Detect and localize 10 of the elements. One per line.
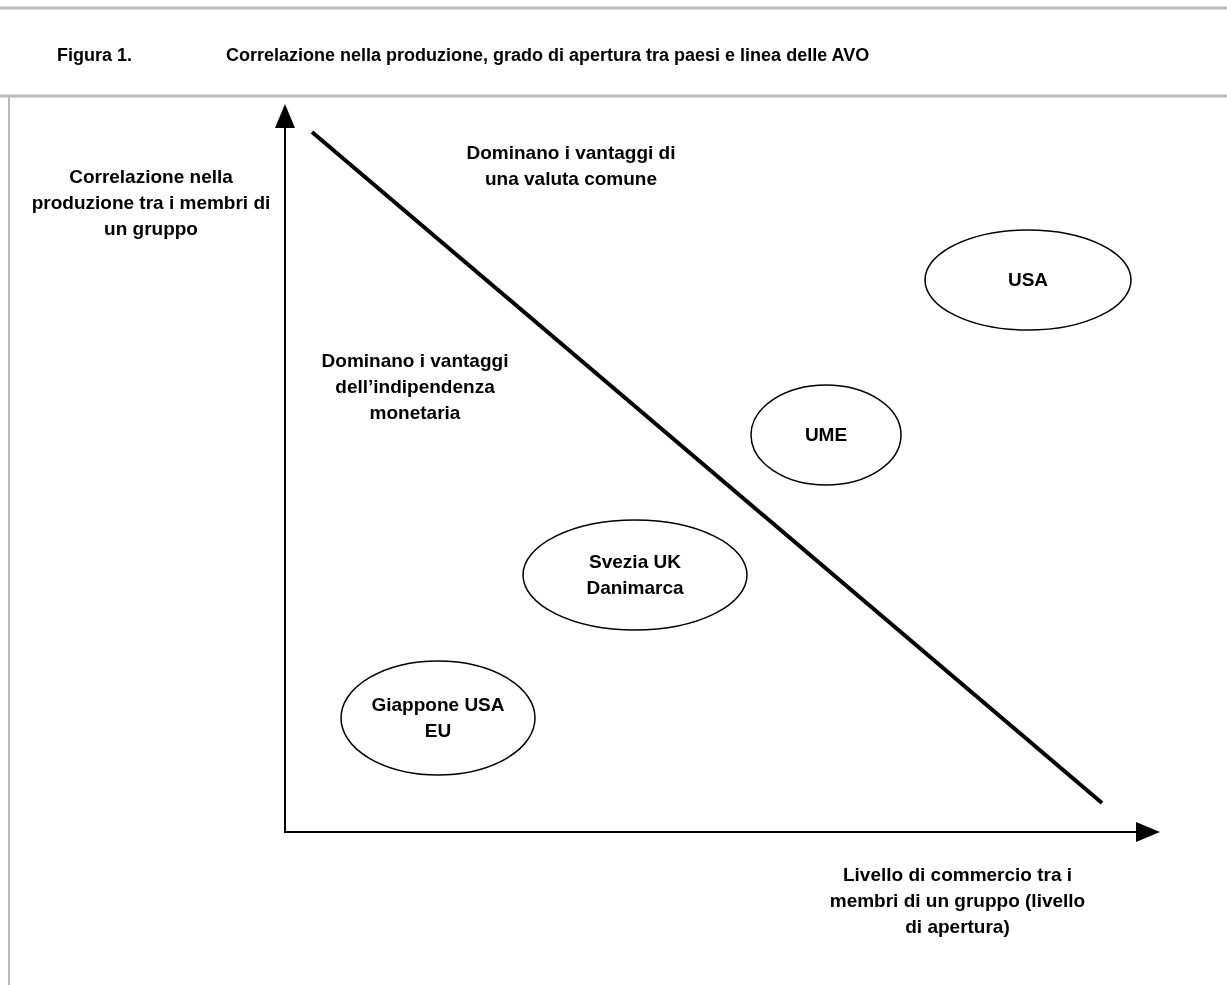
annotation-text: Livello di commercio tra i membri di un gruppo (livello di apertura) (828, 863, 1087, 939)
country-label: USA (1006, 268, 1050, 292)
figure-title: Correlazione nella produzione, grado di apertura tra paesi e linea delle AVO (226, 44, 870, 67)
figure-number: Figura 1. (57, 44, 132, 67)
country-label: Giappone USA EU (370, 693, 506, 743)
annotation-text: Dominano i vantaggi dell’indipendenza monetaria (320, 349, 510, 425)
country-label: UME (803, 423, 849, 447)
annotation-text: Dominano i vantaggi di una valuta comune (465, 141, 677, 191)
country-label: Svezia UK Danimarca (585, 550, 685, 600)
annotation-text: Correlazione nella produzione tra i membri di un gruppo (30, 165, 272, 241)
